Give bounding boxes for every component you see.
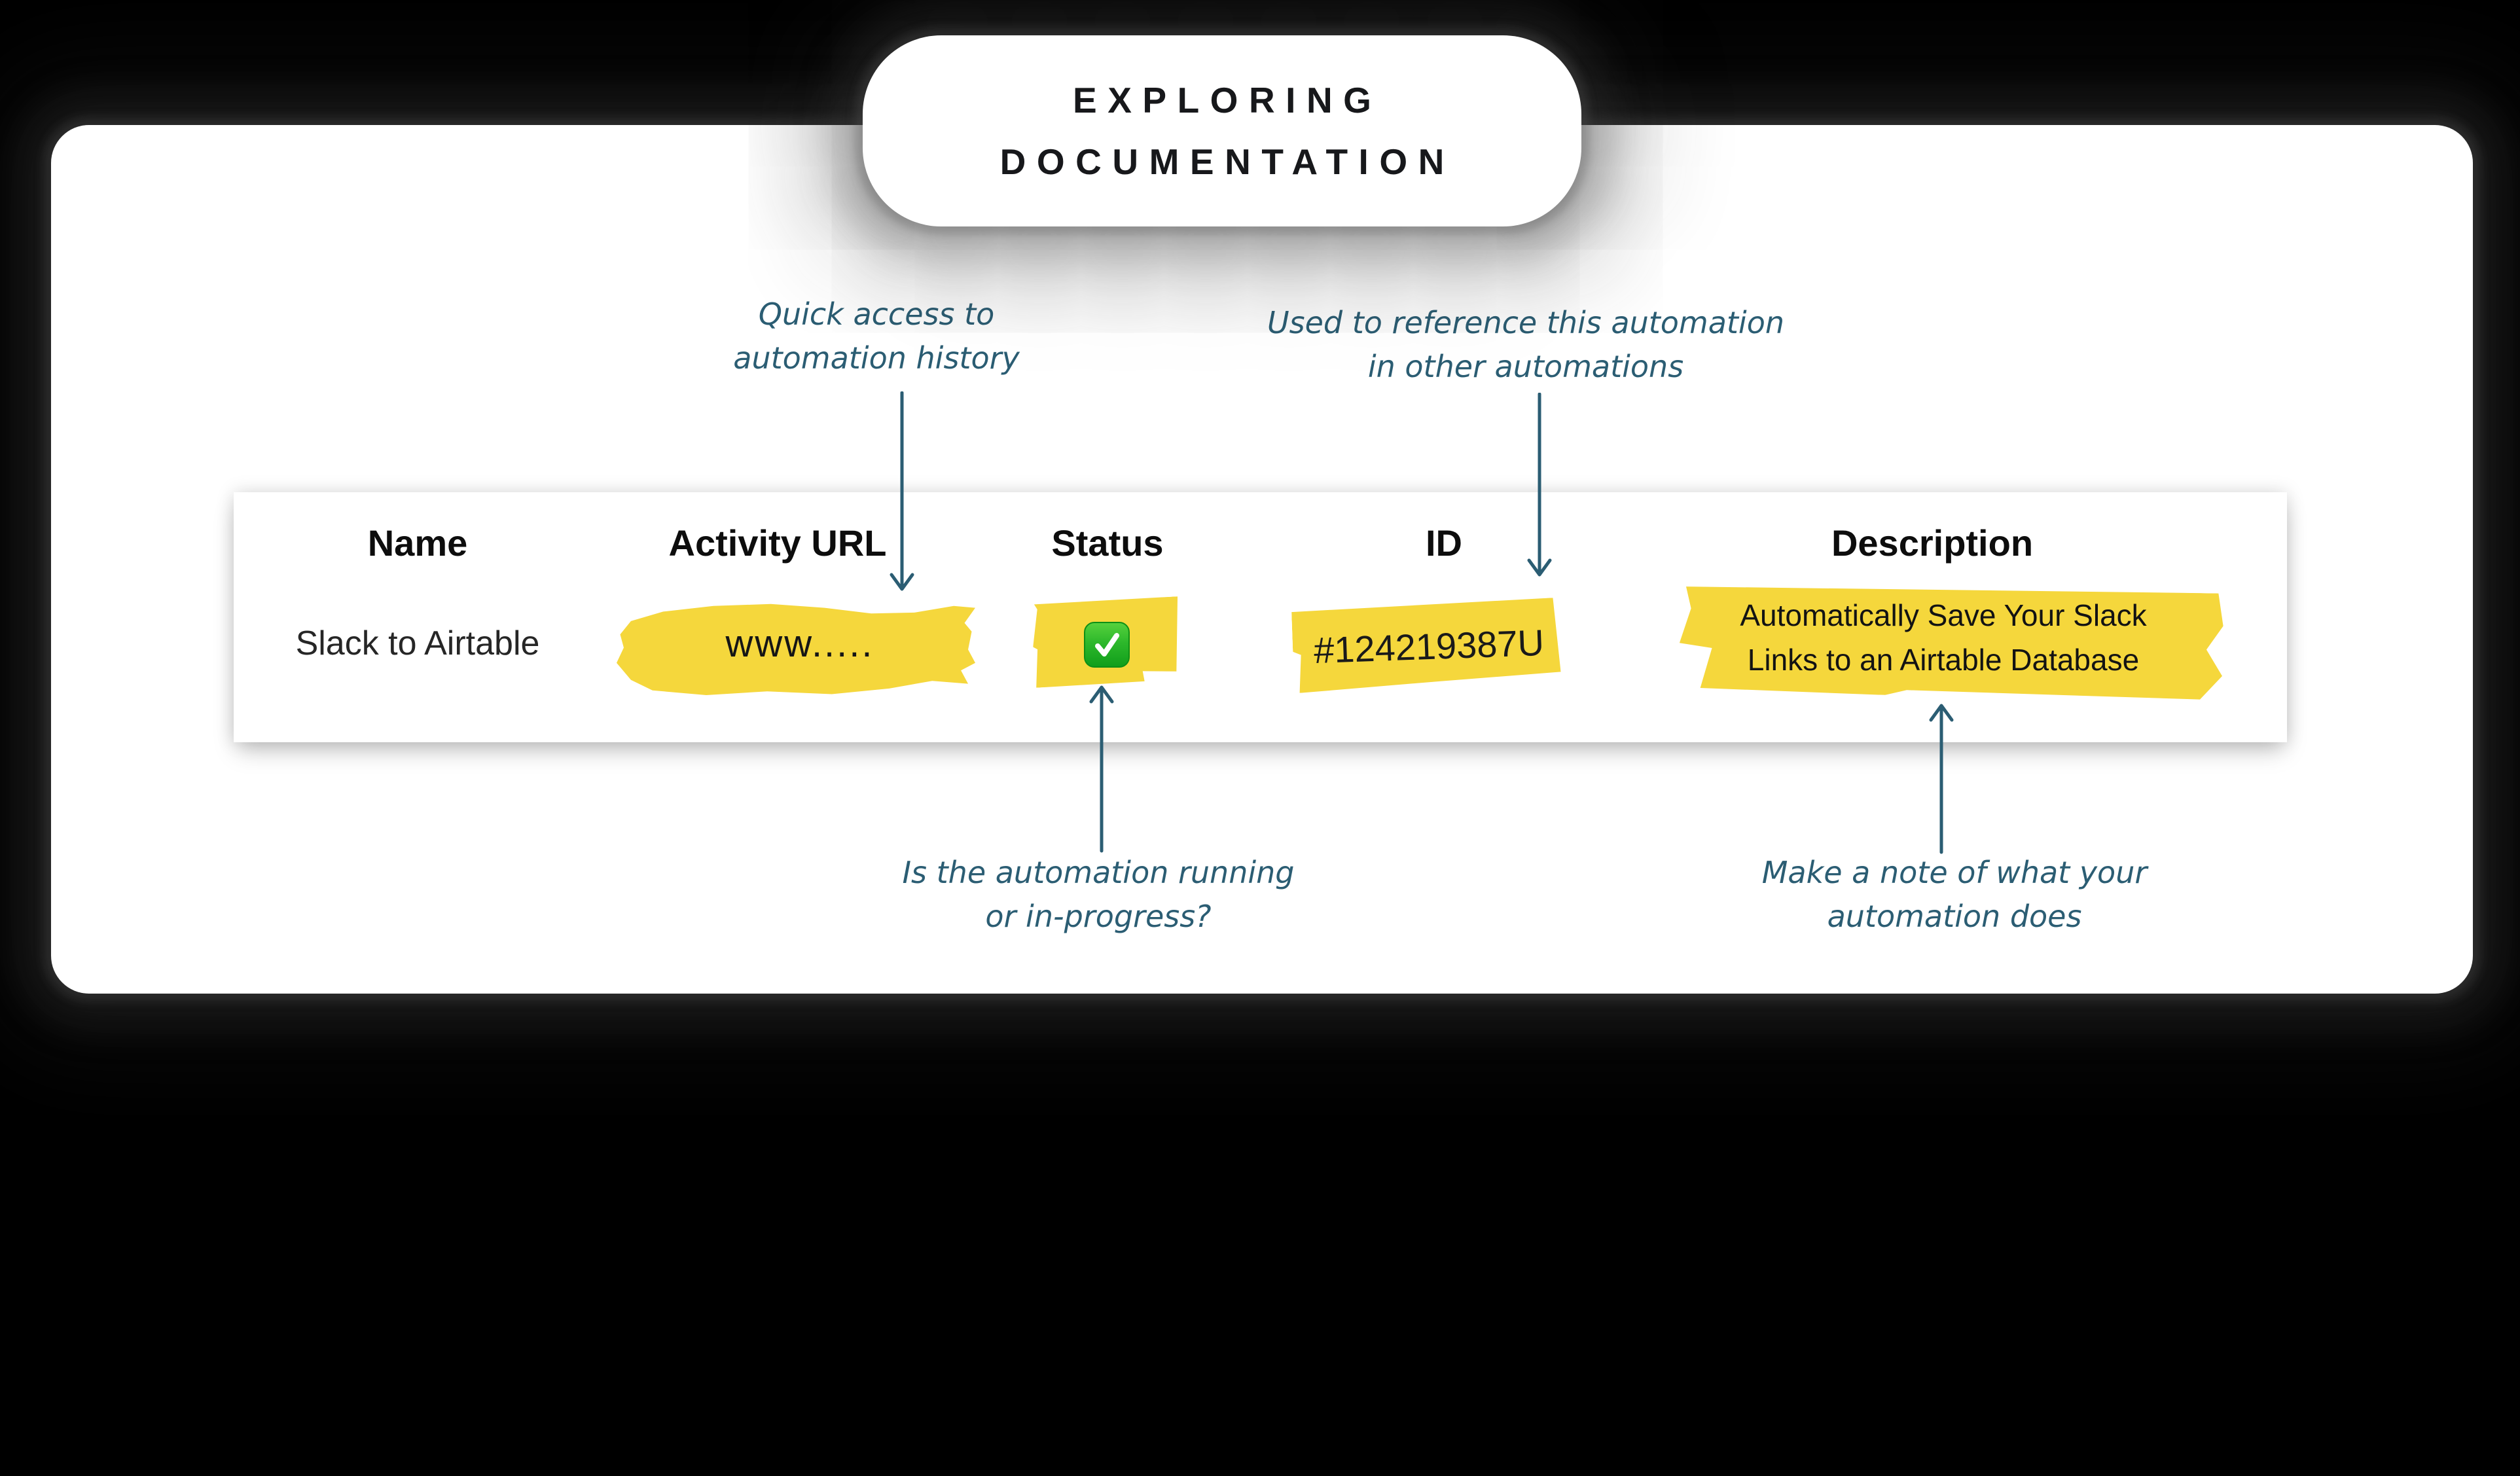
column-header-name: Name — [367, 522, 468, 564]
arrow-down-to-id — [1527, 393, 1552, 577]
highlight-activity-url — [617, 603, 975, 695]
annotation-description: Make a note of what your automation does — [1761, 855, 2148, 934]
arrow-up-to-description — [1929, 704, 1954, 854]
arrow-up-to-status — [1089, 685, 1114, 853]
check-glyph — [1095, 633, 1119, 657]
cell-description: Automatically Save Your Slack Links to a… — [1740, 598, 2147, 677]
column-header-id: ID — [1426, 522, 1462, 564]
column-header-description: Description — [1831, 522, 2034, 564]
cell-name: Slack to Airtable — [295, 624, 540, 662]
column-header-activity-url: Activity URL — [668, 522, 887, 564]
title-line-2: DOCUMENTATION — [999, 141, 1455, 182]
title-line-1: EXPLORING — [1073, 80, 1382, 120]
annotation-id: Used to reference this automation in oth… — [1267, 305, 1785, 384]
arrow-down-to-activity-url — [890, 391, 914, 591]
cell-activity-url: www..... — [725, 622, 874, 665]
annotation-activity-url: Quick access to automation history — [733, 297, 1020, 376]
cell-id: #124219387U — [1313, 621, 1545, 672]
column-header-status: Status — [1051, 522, 1164, 564]
check-mark-button-icon — [1084, 622, 1130, 668]
annotation-status: Is the automation running or in-progress… — [902, 855, 1295, 934]
title-pill: EXPLORING DOCUMENTATION — [863, 35, 1581, 226]
